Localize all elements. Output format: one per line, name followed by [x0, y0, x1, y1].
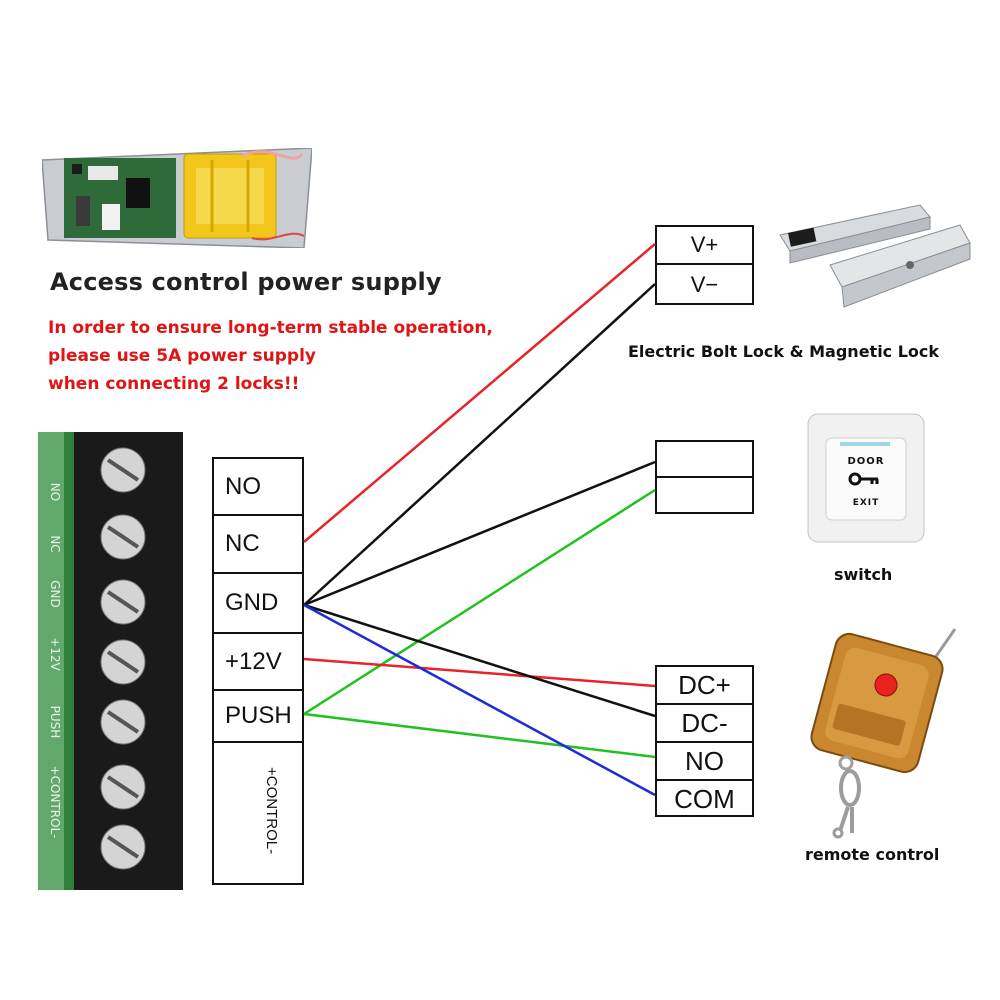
warning-line-2: please use 5A power supply: [48, 346, 316, 366]
wire-gnd-to-remote-dcminus: [303, 603, 656, 718]
power-supply-title: Access control power supply: [50, 268, 442, 296]
terminal-photo-label: NC: [48, 535, 62, 552]
terminal-label-block: NO NC GND +12V PUSH +CONTROL-: [212, 457, 304, 885]
warning-line-3: when connecting 2 locks!!: [48, 374, 300, 394]
remote-terminal-no: NO: [657, 743, 752, 781]
terminal-nc: NC: [214, 516, 302, 574]
remote-terminal-dcminus: DC-: [657, 705, 752, 743]
terminal-gnd: GND: [214, 574, 302, 634]
terminal-photo-label: NO: [48, 483, 62, 501]
remote-control-image: [810, 628, 957, 839]
remote-terminal-com: COM: [674, 783, 735, 814]
wire-gnd-to-switch: [303, 460, 656, 607]
wire-push-to-switch: [303, 488, 656, 716]
remote-terminal-dcplus: DC+: [657, 667, 752, 705]
terminal-12v: +12V: [214, 634, 302, 691]
terminal-photo-label: +12V: [48, 637, 62, 671]
lock-caption: Electric Bolt Lock & Magnetic Lock: [628, 342, 940, 361]
lock-terminal-vminus: V−: [690, 272, 719, 297]
switch-terminal-1: [657, 442, 752, 478]
screw-slot: [106, 590, 140, 614]
switch-plate-exit: EXIT: [852, 498, 880, 508]
terminal-photo-label: +CONTROL-: [48, 766, 62, 839]
remote-caption: remote control: [805, 845, 940, 864]
screw-slot: [106, 710, 140, 734]
wire-12v-to-remote-dcplus: [303, 657, 656, 688]
screw-slot: [106, 835, 140, 859]
magnetic-lock-image: [779, 204, 971, 308]
screw-slot: [106, 650, 140, 674]
terminal-no: NO: [214, 459, 302, 516]
key-icon: [848, 472, 879, 486]
terminal-block-image: NO NC GND +12V PUSH +CONTROL-: [38, 432, 183, 890]
screw-slot: [106, 458, 140, 482]
exit-switch-image: DOOR EXIT: [806, 412, 926, 544]
screw-slot: [106, 775, 140, 799]
switch-plate-door: DOOR: [847, 456, 885, 467]
wire-push-to-remote-no: [303, 712, 656, 759]
warning-line-1: In order to ensure long-term stable oper…: [48, 318, 493, 338]
screw-slot: [106, 525, 140, 549]
switch-terminal-box: [655, 440, 754, 514]
power-supply-image: [42, 148, 312, 248]
lock-terminal-box: V+ V−: [655, 225, 754, 305]
terminal-photo-label: PUSH: [48, 706, 62, 739]
wire-nc-to-lock-vplus: [303, 243, 656, 543]
wire-gnd-to-lock-vminus: [303, 283, 656, 606]
terminal-photo-label: GND: [48, 580, 62, 608]
remote-terminal-box: DC+ DC- NO COM: [655, 665, 754, 817]
wire-gnd-to-remote-com: [303, 603, 656, 797]
switch-caption: switch: [834, 565, 893, 584]
terminal-push: PUSH: [214, 691, 302, 743]
lock-terminal-vplus: V+: [657, 227, 752, 265]
terminal-control: +CONTROL-: [263, 767, 280, 855]
